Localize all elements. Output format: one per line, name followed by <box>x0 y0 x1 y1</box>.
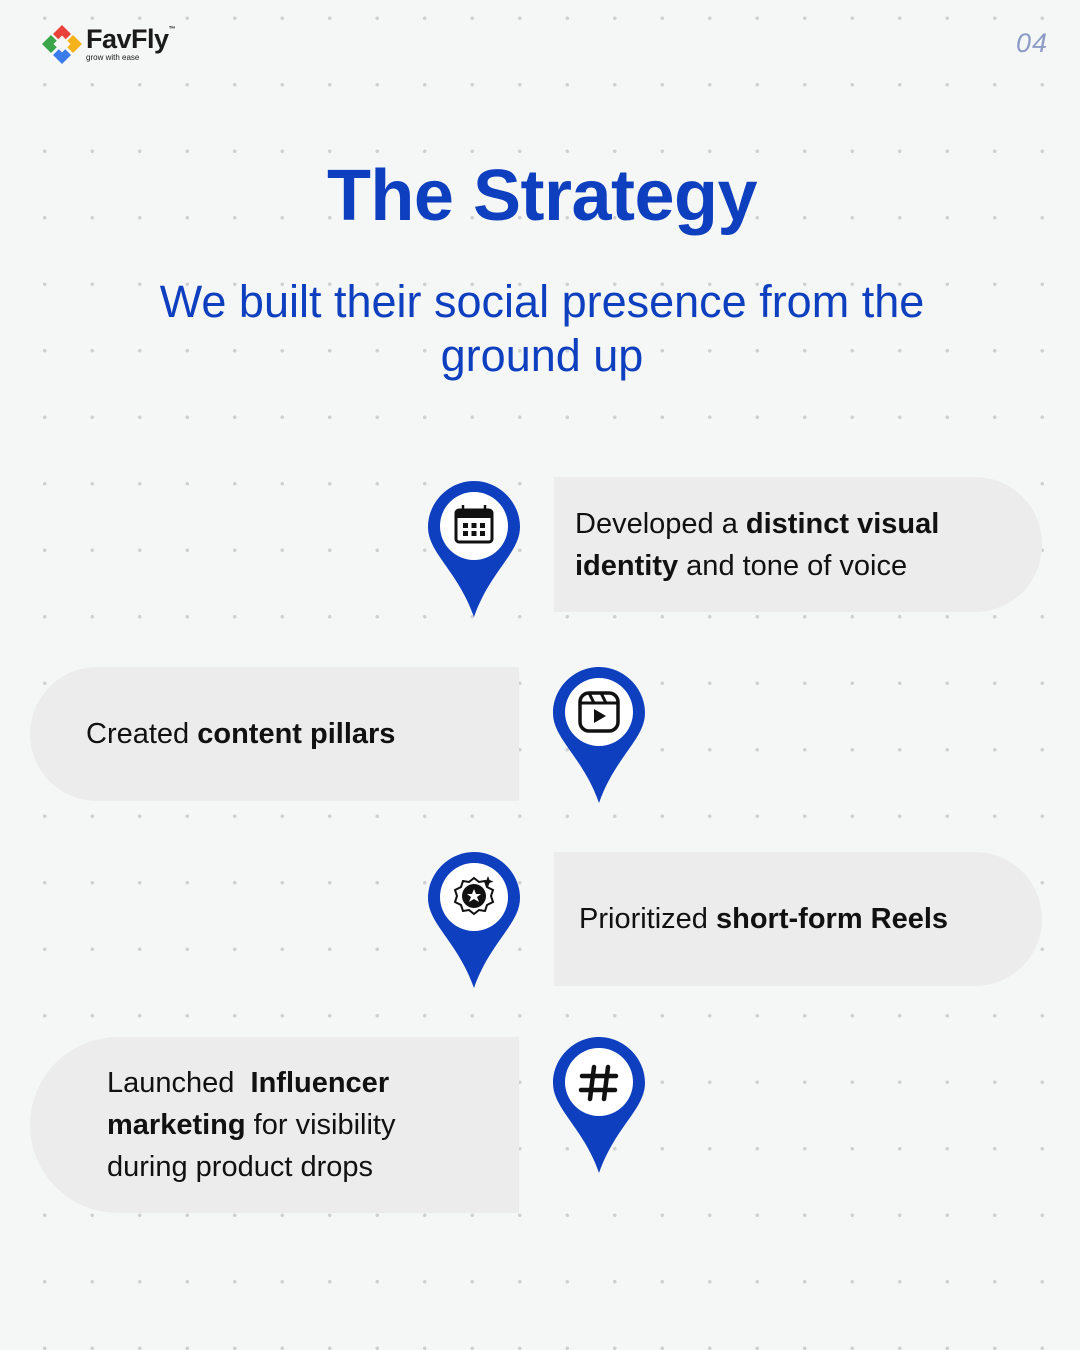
strategy-card-4: Launched Influencer marketing for visibi… <box>30 1037 519 1213</box>
card-text: Launched Influencer marketing for visibi… <box>107 1067 396 1183</box>
page-subtitle: We built their social presence from the … <box>159 276 925 381</box>
page-title: The Strategy <box>326 156 758 236</box>
card-text: Prioritized short-form Reels <box>579 903 949 935</box>
card-text: Created content pillars <box>86 718 396 750</box>
reels-icon <box>578 691 620 733</box>
page-number: 04 <box>1015 28 1048 58</box>
strategy-card-2: Created content pillars <box>30 667 519 801</box>
pin-marker <box>553 667 645 803</box>
pin-marker <box>428 852 520 988</box>
calendar-icon <box>454 505 494 544</box>
strategy-card-1: Developed a distinct visual identity and… <box>554 477 1042 612</box>
badge-star-icon <box>453 876 495 916</box>
pin-marker <box>428 481 520 617</box>
pin-marker <box>553 1037 645 1173</box>
brand-logo: FavFly™ grow with ease <box>40 22 176 66</box>
trademark: ™ <box>168 26 176 33</box>
brand-tagline: grow with ease <box>86 53 140 62</box>
card-text: Developed a distinct visual identity and… <box>575 507 940 582</box>
hashtag-icon <box>578 1064 619 1102</box>
strategy-card-3: Prioritized short-form Reels <box>554 852 1042 986</box>
brand-name: FavFly <box>86 24 169 54</box>
favfly-logo-icon <box>42 25 82 64</box>
